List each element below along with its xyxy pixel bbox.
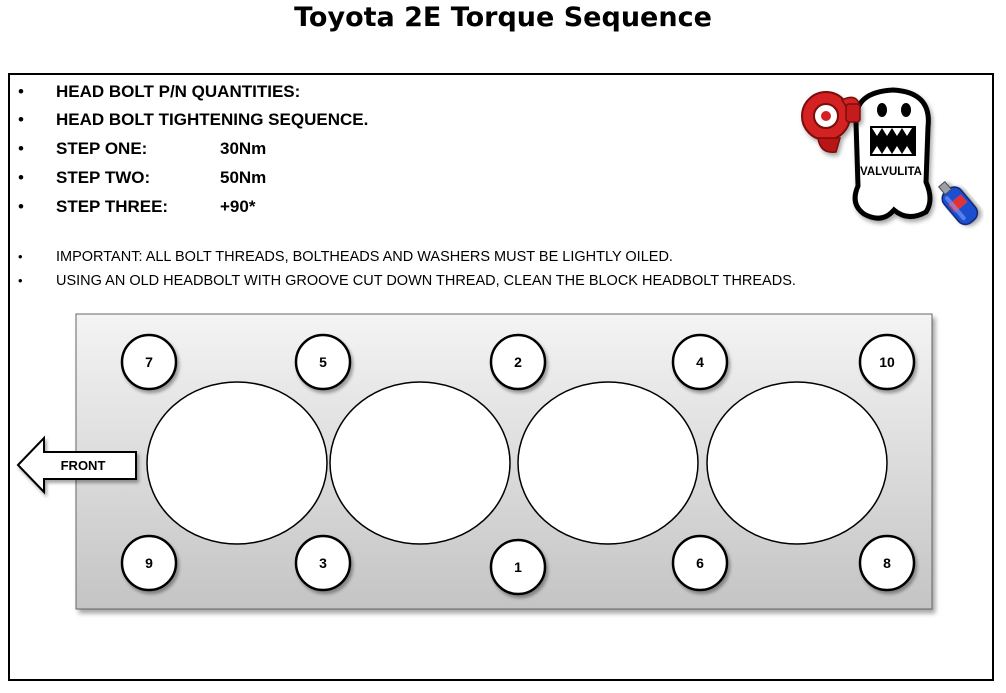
bolt-number: 4 [696, 354, 704, 370]
bullet: • [18, 197, 24, 216]
bolt-hole-bottom-3: 1 [489, 538, 547, 596]
bullet: • [18, 168, 24, 187]
spec-label: STEP THREE: [56, 197, 169, 216]
turbo-icon [801, 91, 861, 153]
page-title: Toyota 2E Torque Sequence [294, 2, 712, 33]
bullet: • [18, 249, 23, 264]
bolt-number: 10 [879, 354, 895, 370]
bolt-number: 2 [514, 354, 522, 370]
content-frame [8, 73, 994, 681]
spec-label: STEP ONE: [56, 139, 148, 158]
bolt-hole-bottom-1: 9 [120, 534, 178, 592]
spec-value: 50Nm [220, 168, 267, 187]
bolt-number: 1 [514, 559, 522, 575]
bolt-hole-top-3: 2 [489, 333, 547, 391]
spec-label: HEAD BOLT TIGHTENING SEQUENCE. [56, 110, 369, 129]
bolt-number: 5 [319, 354, 327, 370]
bolt-hole-top-5: 10 [858, 333, 916, 391]
bolt-hole-bottom-5: 8 [858, 534, 916, 592]
bolt-hole-bottom-2: 3 [294, 534, 352, 592]
cylinder-bore-2 [329, 381, 511, 545]
bolt-number: 6 [696, 555, 704, 571]
logo-text: VALVULITA [860, 166, 922, 178]
bullet: • [18, 82, 24, 101]
bolt-hole-top-1: 7 [120, 333, 178, 391]
spec-label: HEAD BOLT P/N QUANTITIES: [56, 82, 301, 101]
bullet: • [18, 110, 24, 129]
bullet: • [18, 139, 24, 158]
bullet: • [18, 273, 23, 288]
front-label: FRONT [61, 458, 106, 473]
note-text: IMPORTANT: ALL BOLT THREADS, BOLTHEADS A… [56, 249, 673, 265]
valvulita-logo: VALVULITA [801, 87, 979, 226]
spec-value: 30Nm [220, 139, 267, 158]
spec-label: STEP TWO: [56, 168, 151, 187]
note-text: USING AN OLD HEADBOLT WITH GROOVE CUT DO… [56, 273, 796, 289]
cylinder-bore-1 [146, 381, 328, 545]
front-arrow-icon [16, 435, 137, 495]
bolt-hole-top-4: 4 [671, 333, 729, 391]
bolt-number: 9 [145, 555, 153, 571]
spec-value: +90* [220, 197, 256, 216]
bolt-hole-bottom-4: 6 [671, 534, 729, 592]
bolt-number: 8 [883, 555, 891, 571]
bolt-number: 7 [145, 354, 153, 370]
cylinder-bore-4 [706, 381, 888, 545]
cylinder-bore-3 [517, 381, 699, 545]
bolt-number: 3 [319, 555, 327, 571]
nitrous-bottle-icon [938, 180, 979, 226]
bolt-hole-top-2: 5 [294, 333, 352, 391]
